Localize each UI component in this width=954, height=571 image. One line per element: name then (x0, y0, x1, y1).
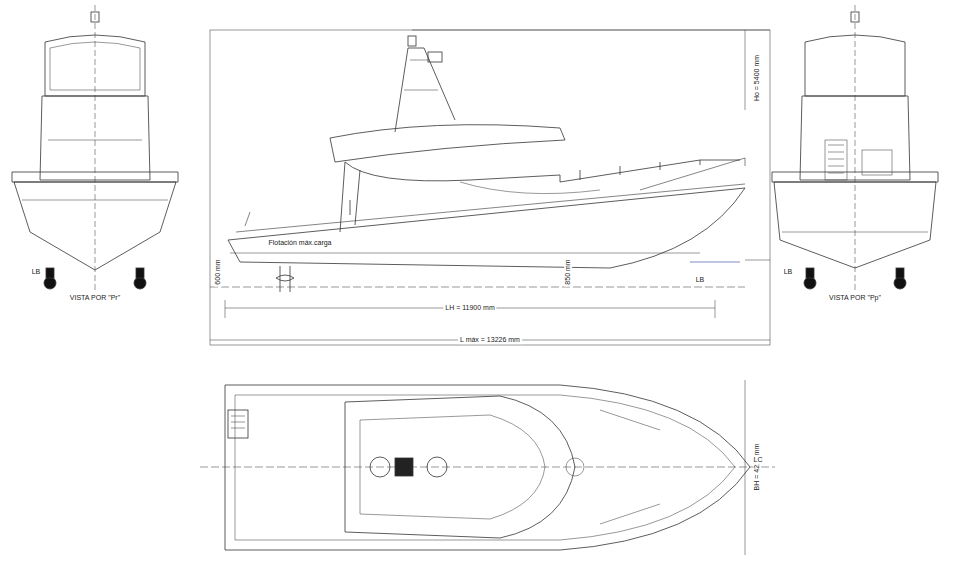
rear-view (772, 5, 938, 290)
dimension-label: LB (782, 268, 795, 276)
dimension-label: LC (752, 456, 765, 464)
dimension-label: BH = 4218 mm (753, 442, 761, 493)
dimension-label: Ho = 5400 mm (753, 53, 761, 103)
top-view (200, 380, 775, 555)
front-view (12, 5, 178, 290)
dimension-label: L máx = 13226 mm (458, 336, 522, 344)
dimension-label: Flotación máx.carga (266, 239, 333, 247)
dimension-label: 850 mm (564, 257, 572, 286)
dimension-label: LB (694, 276, 707, 284)
dimension-label: 600 mm (214, 257, 222, 286)
dimension-label: VISTA POR "Pr" (68, 294, 122, 302)
dimension-label: LB (30, 268, 43, 276)
side-view (210, 30, 770, 345)
dimension-label: VISTA POR "Pp" (827, 294, 883, 302)
dimension-label: LH = 11900 mm (443, 304, 496, 312)
